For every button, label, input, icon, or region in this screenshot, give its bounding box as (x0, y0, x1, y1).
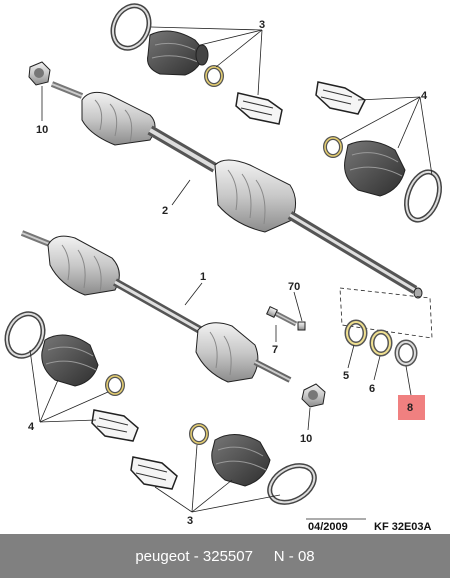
clamp-ring-right (404, 169, 442, 223)
callout-7: 7 (272, 344, 278, 356)
callout-2: 2 (162, 205, 168, 217)
exploded-view: 3 10 2 4 (4, 3, 442, 533)
date-code: 04/2009 (308, 521, 348, 533)
callout-4-left: 4 (28, 421, 35, 433)
reference-code: KF 32E03A (374, 521, 432, 533)
bearing-ring-6 (369, 329, 393, 357)
nut-top (28, 61, 51, 86)
callout-8: 8 (407, 402, 413, 414)
boot-right (344, 140, 406, 197)
footer-caption: peugeot - 325507 N - 08 (135, 547, 315, 565)
driveshaft-1 (20, 230, 292, 383)
clamp-ring-top (110, 3, 152, 51)
callout-10-bottom: 10 (300, 433, 312, 445)
bearing-ring-5 (344, 319, 368, 347)
callout-6: 6 (369, 383, 375, 395)
callout-5: 5 (343, 370, 349, 382)
bearing-bracket (339, 287, 433, 339)
boot-left (41, 334, 99, 387)
callout-4-right: 4 (421, 90, 428, 102)
boot-top (147, 30, 209, 76)
footer-bar: peugeot - 325507 N - 08 (0, 534, 450, 578)
grease-sachet-right (315, 81, 366, 115)
small-ring-right (323, 136, 343, 158)
small-ring-left (105, 374, 125, 396)
boot-bottom (211, 434, 271, 487)
callout-3-top: 3 (259, 19, 265, 31)
callout-10-top: 10 (36, 124, 48, 136)
bearing-ring-8 (394, 339, 418, 367)
nut-bottom (301, 383, 326, 408)
clamp-ring-bottom (267, 463, 317, 505)
callout-1: 1 (200, 271, 206, 283)
callout-70: 70 (288, 281, 300, 293)
callout-3-bottom: 3 (187, 515, 193, 527)
small-ring-top (204, 65, 224, 87)
grease-sachet-left (91, 409, 139, 442)
driveshaft-2 (50, 81, 423, 299)
bolt (266, 306, 306, 331)
small-ring-bottom (189, 423, 209, 445)
clamp-ring-left (4, 311, 46, 359)
highlight-box-8 (398, 395, 425, 420)
grease-sachet-bottom (130, 456, 178, 490)
grease-sachet-top (235, 92, 283, 125)
